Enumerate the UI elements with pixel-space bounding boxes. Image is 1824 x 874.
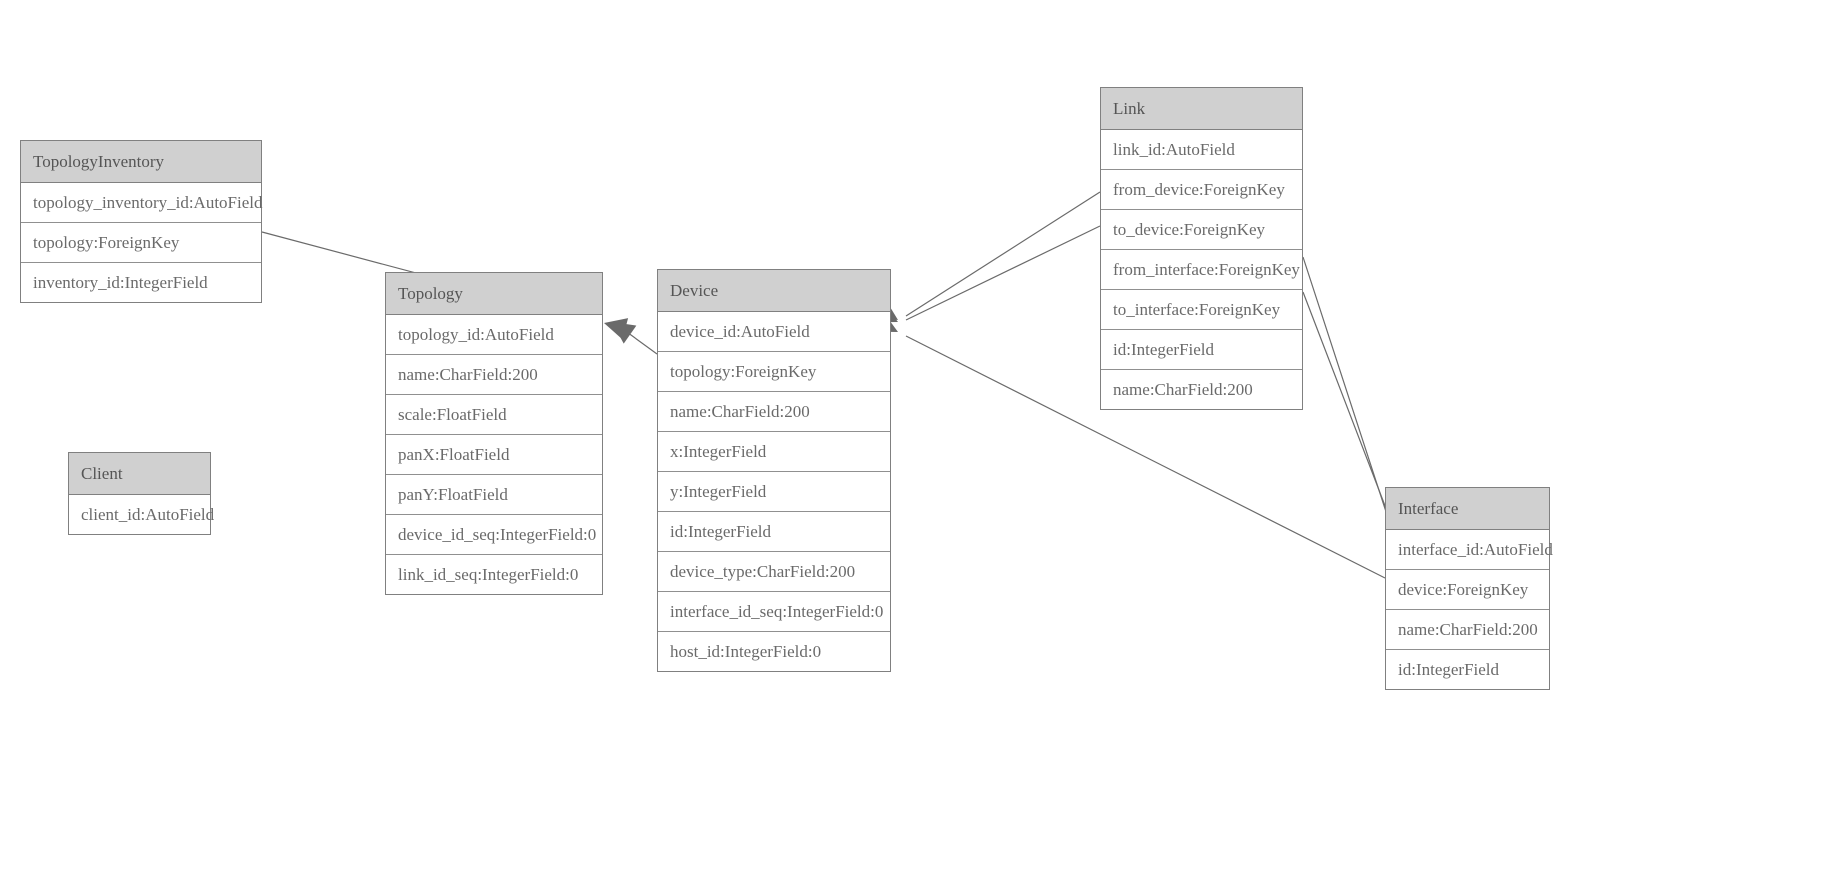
entity-field[interactable]: name:CharField:200 — [386, 355, 602, 395]
entity-field[interactable]: name:CharField:200 — [1101, 370, 1302, 409]
entity-field[interactable]: topology_inventory_id:AutoField — [21, 183, 263, 223]
relationship-line — [1302, 256, 1391, 525]
relationship-line — [1302, 291, 1393, 525]
entity-field[interactable]: scale:FloatField — [386, 395, 602, 435]
entity-field[interactable]: device_type:CharField:200 — [658, 552, 890, 592]
entity-field[interactable]: panY:FloatField — [386, 475, 602, 515]
relationship-line — [905, 225, 1101, 321]
entity-field[interactable]: inventory_id:IntegerField — [21, 263, 261, 302]
entity-field[interactable]: link_id_seq:IntegerField:0 — [386, 555, 602, 594]
entity-field[interactable]: topology:ForeignKey — [21, 223, 261, 263]
entity-field[interactable]: device:ForeignKey — [1386, 570, 1549, 610]
entity-field[interactable]: from_interface:ForeignKey — [1101, 250, 1302, 290]
entity-field[interactable]: y:IntegerField — [658, 472, 890, 512]
relationship-line — [905, 191, 1101, 317]
entity-field[interactable]: name:CharField:200 — [658, 392, 890, 432]
relationship-line — [619, 326, 658, 355]
entity-field[interactable]: to_device:ForeignKey — [1101, 210, 1302, 250]
entity-field[interactable]: topology:ForeignKey — [658, 352, 890, 392]
relationship-arrowhead — [612, 322, 637, 344]
entity-title: Device — [658, 270, 890, 312]
entity-field[interactable]: panX:FloatField — [386, 435, 602, 475]
entity-field[interactable]: x:IntegerField — [658, 432, 890, 472]
entity-field[interactable]: name:CharField:200 — [1386, 610, 1549, 650]
entity-field[interactable]: id:IntegerField — [1386, 650, 1549, 689]
relationship-edge: Link.from_device to Device — [873, 191, 1101, 320]
entity-field[interactable]: id:IntegerField — [1101, 330, 1302, 370]
entity-field[interactable]: link_id:AutoField — [1101, 130, 1302, 170]
entity-field[interactable]: id:IntegerField — [658, 512, 890, 552]
entity-field[interactable]: interface_id_seq:IntegerField:0 — [658, 592, 890, 632]
entity-field[interactable]: host_id:IntegerField:0 — [658, 632, 890, 671]
entity-field[interactable]: from_device:ForeignKey — [1101, 170, 1302, 210]
entity-field[interactable]: client_id:AutoField — [69, 495, 214, 534]
entity-title: Link — [1101, 88, 1302, 130]
entity-title: Interface — [1386, 488, 1549, 530]
entity-field[interactable]: device_id_seq:IntegerField:0 — [386, 515, 602, 555]
relationship-edge: Device.topology to Topology — [612, 322, 658, 355]
relationship-edge: Link.to_device to Device — [873, 225, 1101, 323]
relationship-arrowhead — [604, 318, 629, 340]
entity-title: TopologyInventory — [21, 141, 261, 183]
entity-title: Topology — [386, 273, 602, 315]
entity-field[interactable]: to_interface:ForeignKey — [1101, 290, 1302, 330]
entity-field[interactable]: topology_id:AutoField — [386, 315, 602, 355]
entity-title: Client — [69, 453, 210, 495]
entity-field[interactable]: device_id:AutoField — [658, 312, 890, 352]
entity-field[interactable]: interface_id:AutoField — [1386, 530, 1553, 570]
